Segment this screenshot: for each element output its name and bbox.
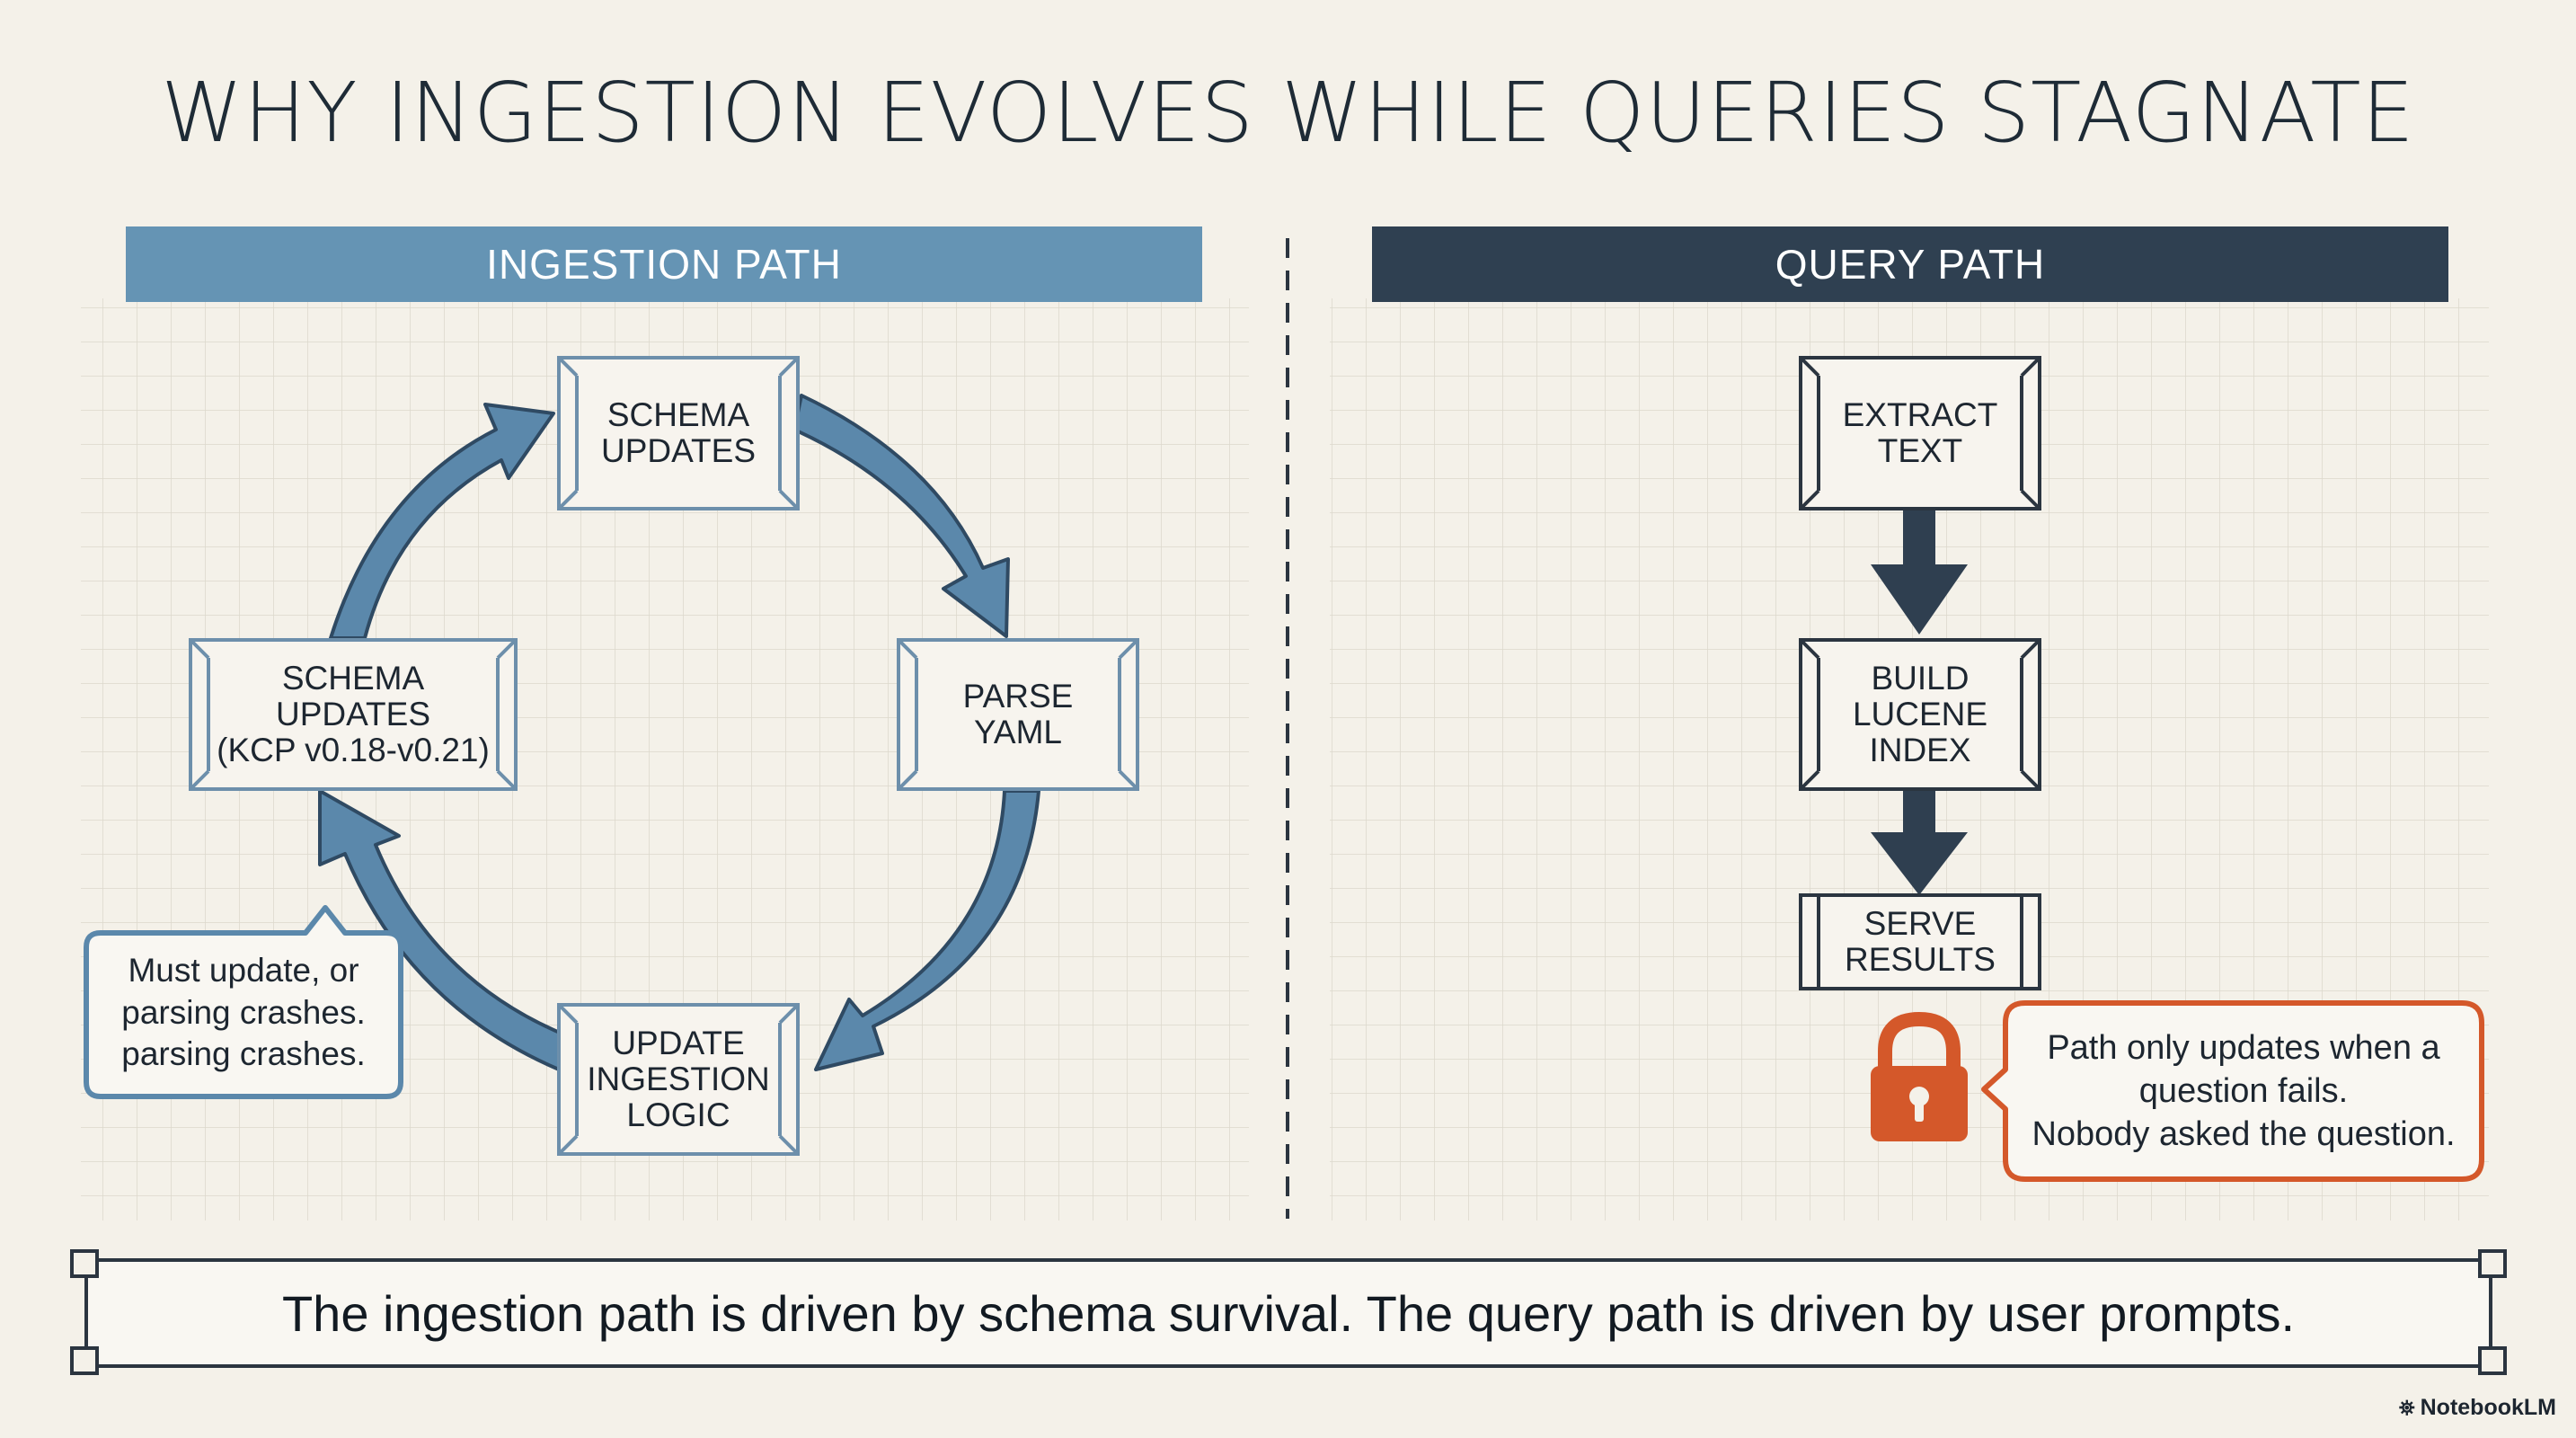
node-extract-text: EXTRACT TEXT <box>1842 396 1998 469</box>
node-parse-yaml: PARSE YAML <box>962 678 1074 750</box>
arrow-parse-to-update <box>814 789 1040 1071</box>
brand-label: NotebookLM <box>2420 1395 2556 1420</box>
box-build-lucene-index <box>1799 638 2041 791</box>
lock-icon <box>1871 1011 1968 1141</box>
arrow-schema-to-parse <box>792 394 1010 638</box>
box-update-ingestion-logic <box>557 1003 800 1156</box>
arrow-extract-to-build <box>1871 509 1968 635</box>
query-callout-bubble <box>1981 1000 2484 1182</box>
arrow-kcp-to-schema <box>329 403 555 640</box>
ingestion-callout-text: Must update, or parsing crashes. parsing… <box>121 952 366 1073</box>
node-serve-results: SERVE RESULTS <box>1845 905 1996 978</box>
box-parse-yaml <box>897 638 1139 791</box>
summary-frame <box>70 1249 2507 1375</box>
box-schema-updates <box>557 356 800 510</box>
box-extract-text <box>1799 356 2041 510</box>
query-arrows <box>1871 509 1968 895</box>
query-path-header: QUERY PATH <box>1372 226 2448 302</box>
query-boxes <box>1799 356 2041 990</box>
cycle-arrows <box>318 394 1040 1071</box>
summary-caption: The ingestion path is driven by schema s… <box>281 1284 2296 1342</box>
node-schema-updates-kcp: SCHEMA UPDATES (KCP v0.18-v0.21) <box>217 660 490 768</box>
box-schema-updates-kcp <box>189 638 518 791</box>
arrow-build-to-serve <box>1871 789 1968 895</box>
node-schema-updates: SCHEMA UPDATES <box>600 396 756 469</box>
node-build-lucene-index: BUILD LUCENE INDEX <box>1852 660 1988 768</box>
node-update-ingestion-logic: UPDATE INGESTION LOGIC <box>587 1025 770 1133</box>
query-callout-text: Path only updates when a question fails.… <box>2032 1029 2456 1153</box>
brand-watermark: ⛯ NotebookLM <box>2399 1395 2556 1421</box>
notebooklm-logo-icon: ⛯ <box>2399 1396 2415 1419</box>
page-title: WHY INGESTION EVOLVES WHILE QUERIES STAG… <box>161 65 2415 161</box>
box-serve-results <box>1799 893 2041 990</box>
ingestion-boxes <box>189 356 1139 1156</box>
ingestion-path-header: INGESTION PATH <box>126 226 1202 302</box>
ingestion-callout-bubble <box>84 905 403 1099</box>
